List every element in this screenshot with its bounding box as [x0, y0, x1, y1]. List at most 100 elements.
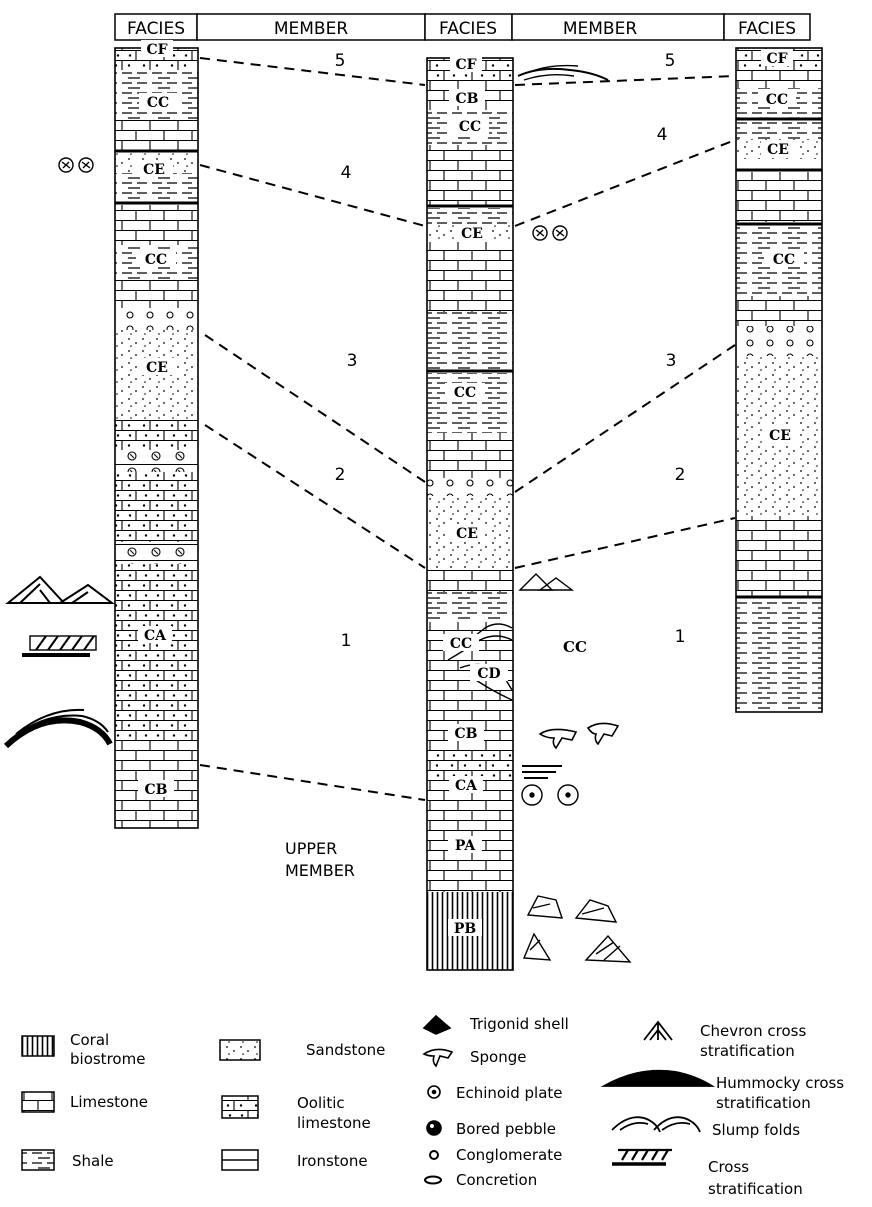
- bored-pebble-icon: [427, 1121, 441, 1135]
- slump-folds-icon: [612, 1117, 700, 1132]
- cross-stratification-icon: [22, 636, 96, 655]
- mid-bed-conglomerate: [427, 478, 513, 496]
- coral-biostrome-icon: [22, 1036, 54, 1056]
- left-bed-oolitic-3: [115, 472, 198, 542]
- legend-cross-strat-line-1: Cross: [708, 1158, 749, 1176]
- left-facies-cc-2: CC: [145, 252, 167, 268]
- mid-facies-cc-2: CC: [454, 385, 476, 401]
- mid-bed-lime-2: [427, 145, 513, 205]
- correlation-line-2-right: [515, 518, 735, 568]
- bored-pebble-icon: [533, 226, 567, 240]
- left-facies-ce-1: CE: [143, 162, 165, 178]
- chevron-cross-stratification-icon: [520, 574, 572, 590]
- left-bed-oolitic-2: [115, 420, 198, 450]
- legend-bored-pebble: Bored pebble: [456, 1120, 556, 1138]
- mid-facies-pb: PB: [454, 921, 477, 937]
- legend-shale: Shale: [72, 1152, 114, 1170]
- left-facies-ca: CA: [144, 628, 167, 644]
- mid-facies-ca: CA: [455, 778, 478, 794]
- mid-facies-ce-2: CE: [456, 526, 478, 542]
- side-symbols: [6, 66, 630, 962]
- member-number-3-left: 3: [347, 351, 358, 371]
- right-bed-shale-2: [736, 121, 822, 139]
- mid-facies-cb-2: CB: [455, 726, 478, 742]
- member-header-left: MEMBER: [274, 19, 348, 39]
- legend-slump-folds: Slump folds: [712, 1121, 800, 1139]
- member-number-5-left: 5: [335, 51, 346, 71]
- member-number-1-left: 1: [341, 631, 352, 651]
- member-number-4-right: 4: [657, 125, 668, 145]
- correlation-line-5-left: [200, 58, 425, 85]
- legend-chevron-line-1: Chevron cross: [700, 1022, 806, 1040]
- legend-coral-biostrome-line-1: Coral: [70, 1031, 109, 1049]
- left-facies-cf: CF: [146, 42, 167, 58]
- member-header-right: MEMBER: [563, 19, 637, 39]
- shale-icon: [22, 1150, 54, 1170]
- right-facies-cc-2: CC: [773, 252, 795, 268]
- legend-oolitic-limestone-line-2: limestone: [297, 1114, 371, 1132]
- member-number-2-right: 2: [675, 465, 686, 485]
- mid-facies-cc-1: CC: [459, 119, 481, 135]
- correlation-line-3-right: [515, 345, 735, 492]
- mid-facies-ce-1: CE: [461, 226, 483, 242]
- legend-hummocky-line-2: stratification: [716, 1094, 811, 1112]
- left-bed-lime-1: [115, 120, 198, 150]
- correlation-line-4-left: [200, 165, 425, 226]
- limestone-icon: [22, 1092, 54, 1112]
- right-facies-ce-1: CE: [767, 142, 789, 158]
- upper-member-line-2: MEMBER: [285, 861, 355, 880]
- legend-chevron-line-2: stratification: [700, 1042, 795, 1060]
- concretion-icon: [425, 1177, 441, 1184]
- chevron-cross-stratification-icon: [8, 577, 112, 603]
- right-bed-lime-4: [736, 516, 822, 596]
- mid-bed-lime-3: [427, 242, 513, 312]
- upper-member-label: UPPER MEMBER: [285, 839, 355, 880]
- mid-facies-cc-3: CC: [450, 636, 472, 652]
- legend-cross-strat-line-2: stratification: [708, 1180, 803, 1198]
- right-bed-lime-1: [736, 70, 822, 88]
- chevron-cross-stratification-icon: [644, 1022, 672, 1040]
- mid-bed-coral-2: [427, 944, 513, 970]
- upper-member-line-1: UPPER: [285, 839, 337, 858]
- echinoid-plate-icon: [522, 785, 578, 805]
- left-bed-lime-2: [115, 205, 198, 245]
- left-bed-bored-pebbles-2: [115, 542, 198, 564]
- left-facies-ce-2: CE: [146, 360, 168, 376]
- oolitic-limestone-icon: [222, 1096, 258, 1118]
- correlation-line-2-left: [205, 425, 425, 568]
- legend-trigonid-shell: Trigonid shell: [469, 1015, 569, 1033]
- legend-coral-biostrome-line-2: biostrome: [70, 1050, 145, 1068]
- mid-facies-cf: CF: [455, 57, 476, 73]
- cross-stratification-icon: [522, 766, 562, 778]
- hummocky-cross-stratification-icon: [604, 1071, 712, 1086]
- left-bed-conglomerate: [115, 308, 198, 330]
- mid-bed-lime-5: [427, 570, 513, 592]
- mid-facies-cb-1: CB: [456, 91, 479, 107]
- member-number-2-left: 2: [335, 465, 346, 485]
- right-bed-shale-4: [736, 599, 822, 712]
- facies-header-left: FACIES: [127, 19, 185, 39]
- sandstone-icon: [220, 1040, 260, 1060]
- correlation-line-4-right: [515, 140, 735, 226]
- bored-pebble-icon: [59, 158, 93, 172]
- slump-folds-icon: [518, 66, 608, 80]
- conglomerate-icon: [430, 1151, 438, 1159]
- legend-concretion: Concretion: [456, 1171, 537, 1189]
- legend-ironstone: Ironstone: [297, 1152, 368, 1170]
- header-row: FACIES MEMBER FACIES MEMBER FACIES: [115, 14, 810, 40]
- legend-conglomerate: Conglomerate: [456, 1146, 562, 1164]
- legend-sandstone: Sandstone: [306, 1041, 385, 1059]
- right-facies-cc-1: CC: [766, 92, 788, 108]
- right-facies-ce-2: CE: [769, 428, 791, 444]
- mid-bed-shale-5: [427, 592, 513, 622]
- legend-limestone: Limestone: [70, 1093, 148, 1111]
- mid-facies-pa: PA: [455, 838, 477, 854]
- member-number-4-left: 4: [341, 163, 352, 183]
- trigonid-shell-icon: [424, 1016, 450, 1034]
- facies-header-right: FACIES: [738, 19, 796, 39]
- left-bed-oolitic-4: [115, 564, 198, 744]
- mid-bed-shale-2: [427, 208, 513, 224]
- mid-bed-shale-4: [427, 373, 513, 433]
- member-number-3-right: 3: [666, 351, 677, 371]
